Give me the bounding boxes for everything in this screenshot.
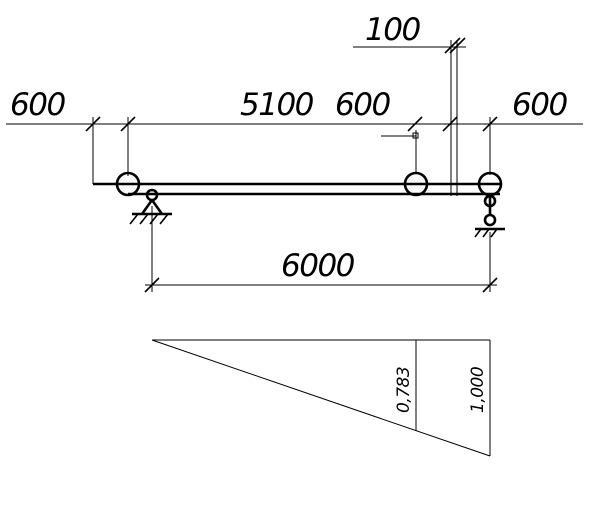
hatch-line — [482, 228, 490, 238]
hatch-line — [474, 228, 482, 238]
load-circle-middle — [403, 171, 429, 197]
reference-point — [412, 132, 419, 139]
tick-mark — [442, 116, 458, 132]
tick-mark — [407, 116, 423, 132]
hatch-line — [490, 228, 498, 238]
ordinate-outer-label: 1,000 — [468, 367, 488, 413]
tick-mark — [449, 37, 466, 54]
hatch-line — [139, 213, 149, 225]
hinge-circle — [483, 213, 497, 227]
small-gap-dimension: 100 — [353, 12, 466, 196]
dim-bottom-span: 6000 — [281, 248, 355, 284]
dim-right-overhang: 600 — [512, 87, 567, 123]
top-dimension-chain: 600 5100 600 600 — [6, 87, 583, 184]
dim-small-gap: 100 — [365, 12, 420, 48]
tick-mark — [144, 277, 160, 293]
hinge-circle — [483, 194, 497, 208]
tick-mark — [482, 277, 498, 293]
dim-left-overhang: 600 — [10, 87, 65, 123]
dim-top-span: 5100 — [240, 87, 314, 123]
ordinate-inner-label: 0,783 — [394, 367, 414, 413]
dim-mid-gap: 600 — [335, 87, 390, 123]
hypotenuse — [151, 339, 491, 457]
tick-mark — [444, 37, 461, 54]
support-leg — [140, 199, 154, 215]
load-circle-left — [115, 171, 141, 197]
roller-support-right — [474, 194, 505, 238]
influence-line-diagram: 0,783 1,000 — [151, 339, 491, 457]
support-leg — [150, 199, 164, 215]
hatch-line — [129, 213, 139, 225]
bottom-dimension: 6000 — [144, 206, 498, 293]
hatch-line — [149, 213, 159, 225]
hatch-line — [159, 213, 169, 225]
